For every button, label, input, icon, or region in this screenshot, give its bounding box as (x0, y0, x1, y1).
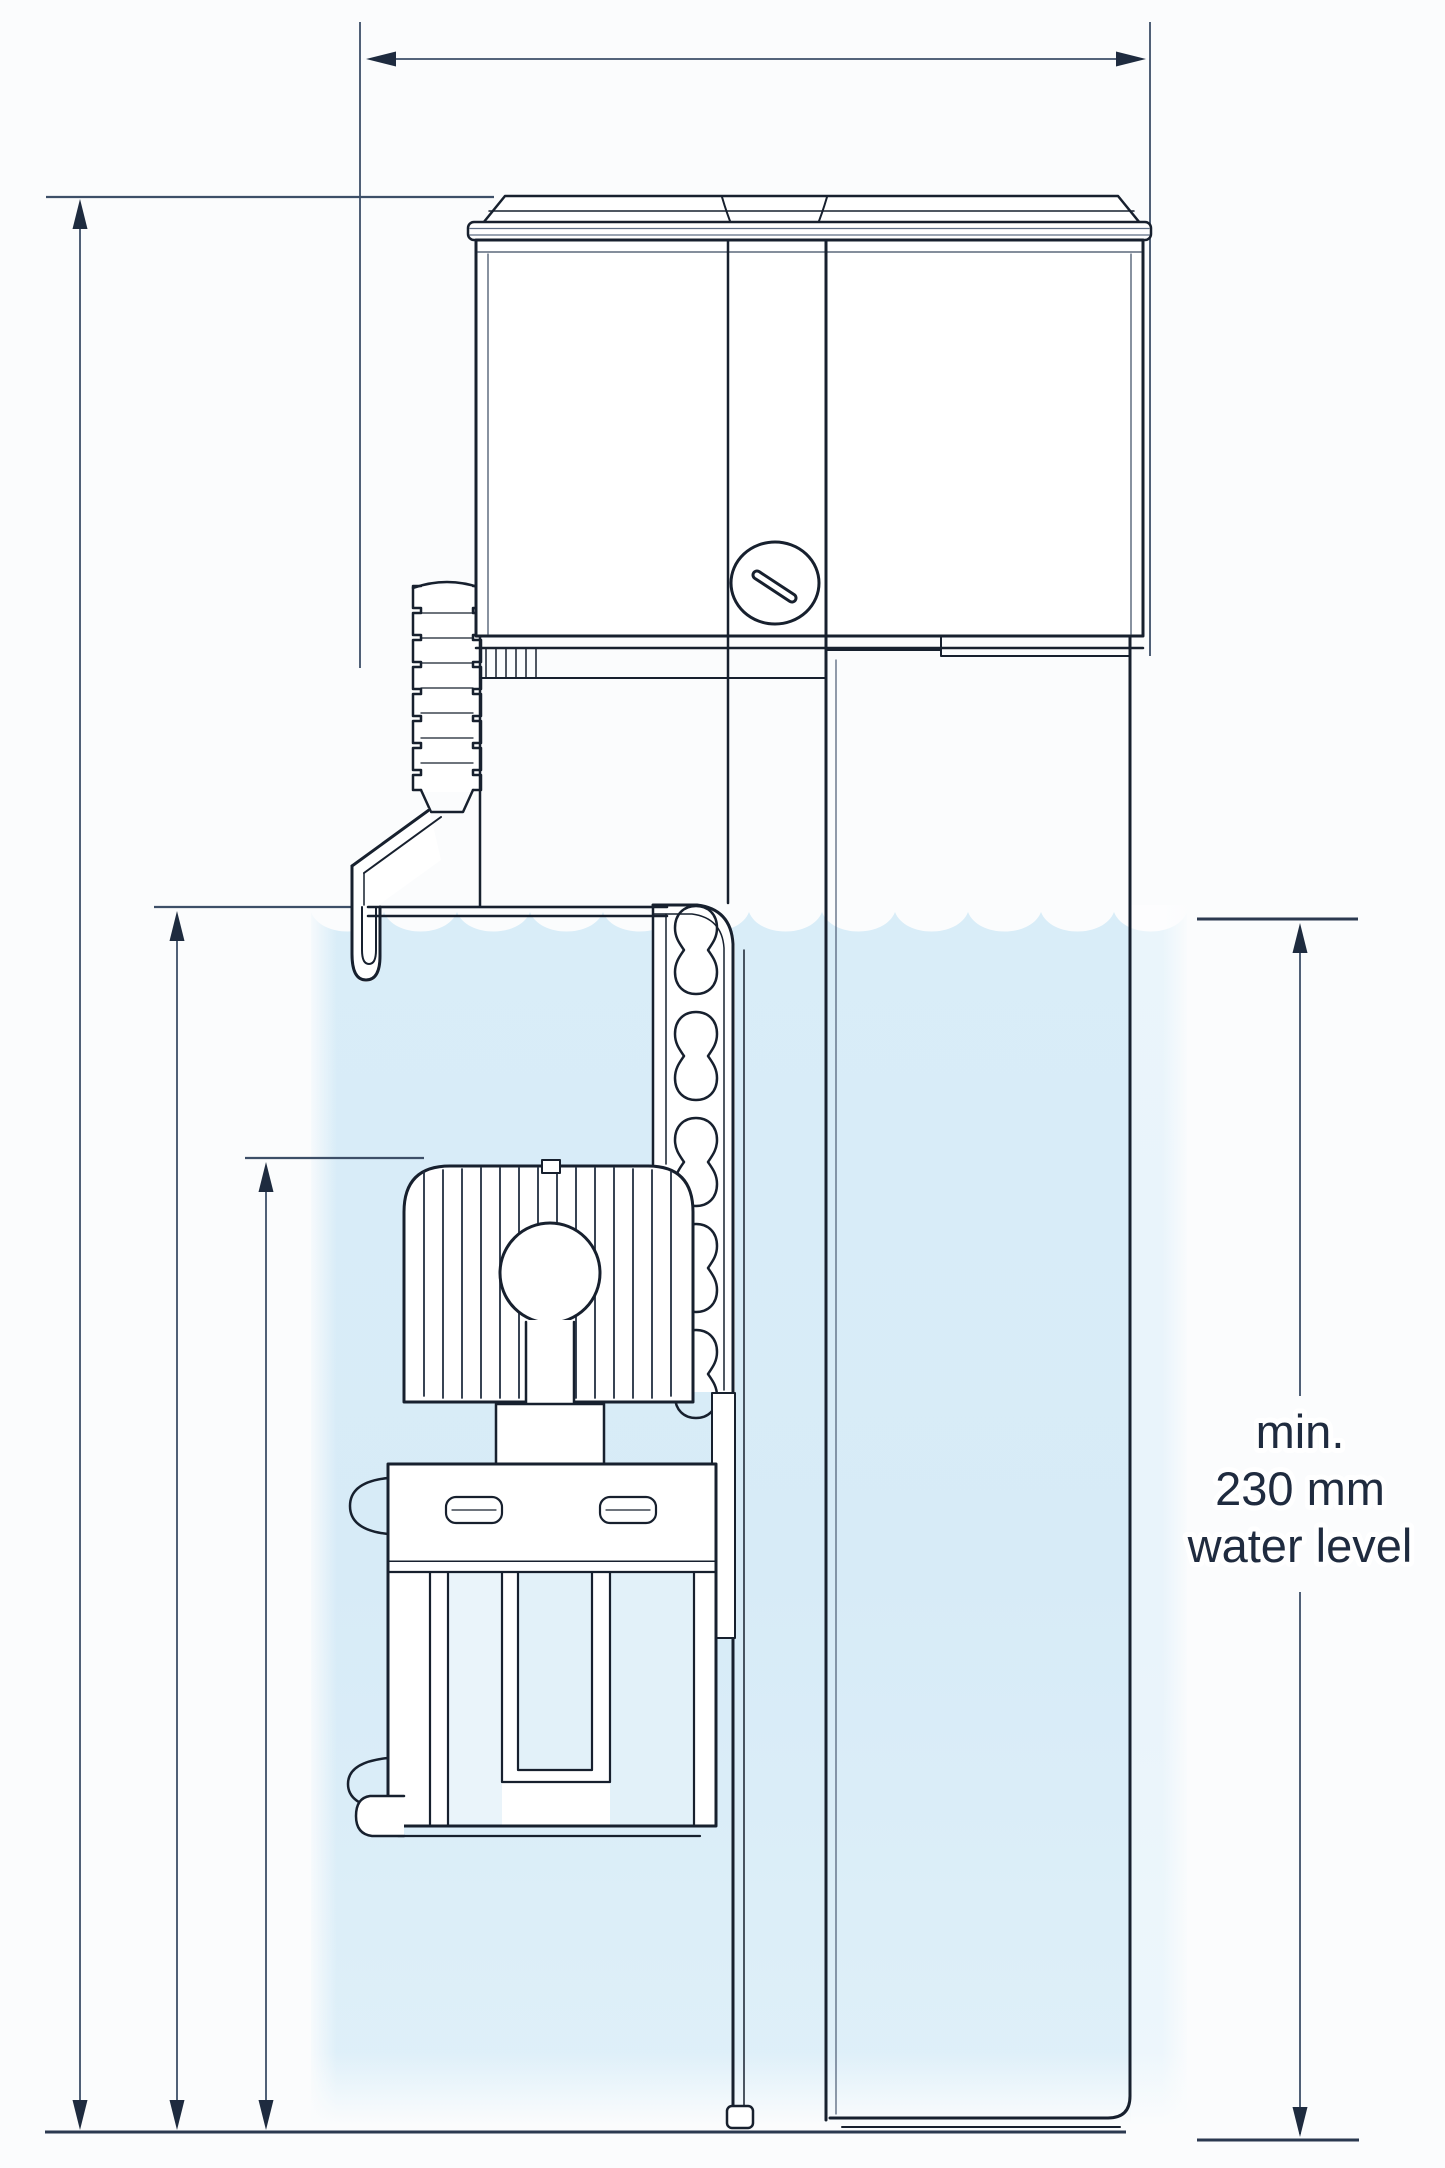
mounting-bracket (350, 580, 669, 982)
water-level-label-line2: 230 mm (1215, 1462, 1385, 1515)
arrow-down-icon (1292, 2107, 1308, 2137)
bracket-plate (366, 905, 669, 918)
cup-inner-lines (477, 251, 1142, 635)
arrow-up-icon (258, 1162, 274, 1192)
thumbscrew-ribs (420, 612, 474, 764)
skimmer-device (346, 194, 1153, 2130)
arrow-down-icon (258, 2100, 274, 2130)
bracket-arm-inner (363, 816, 442, 874)
intake-plate-outline (651, 903, 735, 2116)
pump-vent-right (598, 1495, 658, 1525)
circulation-pump (346, 1159, 736, 1838)
thumbscrew-fill (413, 586, 481, 792)
pump-window-right (610, 1572, 694, 1826)
holder-rail-foot (725, 2104, 755, 2130)
arrow-down-icon (72, 2100, 88, 2130)
pump-foot (354, 1794, 406, 1838)
arrow-up-icon (72, 199, 88, 229)
water-left-fade (311, 905, 337, 2124)
water-level-label-line1: min. (1256, 1405, 1345, 1458)
pump-lower-outline (386, 1560, 718, 1828)
pump-window-mid (518, 1572, 592, 1770)
pump-vent-left (444, 1495, 504, 1525)
thumbscrew-left-teeth (411, 584, 423, 792)
column-right-and-bottom (828, 634, 1132, 2120)
arrow-left-icon (366, 51, 396, 67)
body-column (824, 238, 1132, 2128)
pump-tube (524, 1320, 576, 1408)
water-right-fade (1162, 905, 1190, 2124)
water-level-label-line3: water level (1187, 1519, 1413, 1572)
pump-window-left (448, 1572, 502, 1826)
cup-flange-steel-lines (469, 227, 1150, 236)
arrow-up-icon (1292, 923, 1308, 953)
pump-top-notch (541, 1159, 561, 1174)
arrow-right-icon (1116, 51, 1146, 67)
pump-clip-upper (348, 1476, 390, 1536)
pump-tube-fill (527, 1320, 573, 1406)
arrow-down-icon (169, 2100, 185, 2130)
thumbscrew-shaft (419, 788, 475, 814)
cup-outlet-ribs (485, 647, 537, 679)
pump-inlet-port (498, 1221, 602, 1325)
arrow-up-icon (169, 911, 185, 941)
bracket-hook-slot (361, 906, 377, 965)
bracket-arm-outer (350, 808, 431, 868)
bracket-hook (350, 864, 382, 982)
water-level-annotation: min. 230 mm water level (1182, 1400, 1418, 1577)
knob-slot-inner (754, 572, 795, 601)
cup-flange (466, 220, 1153, 242)
column-top-steps (825, 635, 1131, 657)
center-tube (726, 238, 821, 905)
pump-neck (494, 1402, 606, 1466)
pump-base (386, 1462, 718, 1564)
pump-lower-details (386, 1570, 718, 1838)
intake-plate-inner-edge (652, 913, 725, 1391)
